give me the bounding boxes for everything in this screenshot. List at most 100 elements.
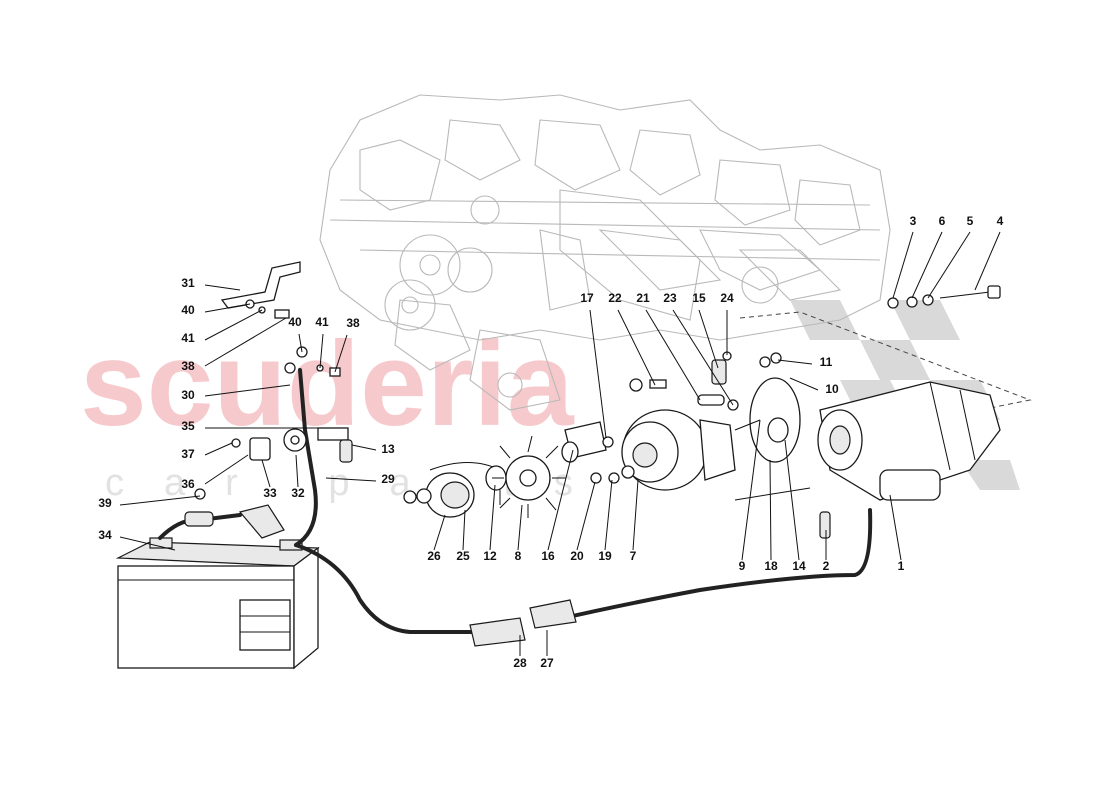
callout-26: 26 (427, 514, 446, 563)
engine-block-outline (319, 94, 891, 411)
callout-4: 4 (974, 214, 1004, 291)
leader-line (204, 309, 263, 341)
callout-40: 40 (181, 303, 251, 317)
leader-line (351, 444, 377, 451)
callout-17: 17 (580, 291, 607, 439)
leader-line (632, 479, 639, 551)
leader-line (334, 334, 348, 373)
callout-number: 35 (181, 419, 195, 433)
leader-line (319, 333, 324, 369)
callout-31: 31 (181, 276, 241, 291)
callout-number: 26 (427, 549, 441, 563)
callout-2: 2 (823, 530, 830, 573)
callout-number: 32 (291, 486, 305, 500)
callout-number: 5 (967, 214, 974, 228)
callout-number: 2 (823, 559, 830, 573)
callout-9: 9 (739, 419, 761, 573)
callout-23: 23 (663, 291, 734, 406)
callout-number: 24 (720, 291, 734, 305)
alternator-hardware (649, 351, 739, 411)
callout-34: 34 (98, 528, 176, 551)
callout-8: 8 (515, 504, 523, 563)
callout-number: 16 (541, 549, 555, 563)
leader-line (204, 284, 241, 291)
callout-number: 10 (825, 382, 839, 396)
leader-line (261, 459, 271, 488)
leader-line (927, 231, 971, 299)
callout-number: 41 (181, 331, 195, 345)
callout-number: 29 (381, 472, 395, 486)
leader-line (892, 231, 914, 299)
callout-number: 15 (692, 291, 706, 305)
leader-line (119, 495, 201, 506)
callout-38: 38 (181, 317, 287, 373)
callout-35: 35 (181, 419, 318, 433)
callout-number: 30 (181, 388, 195, 402)
callout-number: 38 (181, 359, 195, 373)
callout-5: 5 (927, 214, 974, 299)
callout-28: 28 (513, 635, 527, 670)
callout-number: 22 (608, 291, 622, 305)
callout-10: 10 (789, 377, 839, 396)
leader-line (462, 509, 466, 551)
callout-30: 30 (181, 384, 291, 402)
leader-line (672, 309, 734, 406)
callout-7: 7 (630, 479, 639, 563)
leader-line (974, 231, 1001, 291)
callout-number: 1 (898, 559, 905, 573)
leader-line (204, 384, 291, 397)
leader-line (204, 317, 287, 367)
leader-line (589, 309, 607, 439)
leader-line (645, 309, 701, 401)
callout-32: 32 (291, 454, 305, 500)
callout-number: 39 (98, 496, 112, 510)
callout-13: 13 (351, 442, 395, 456)
callout-18: 18 (764, 459, 778, 573)
callout-14: 14 (784, 439, 806, 573)
leader-line (617, 309, 656, 386)
callout-number: 36 (181, 477, 195, 491)
leader-line (777, 359, 813, 365)
callout-number: 11 (820, 355, 833, 369)
leader-line (698, 309, 719, 369)
callout-number: 13 (381, 442, 395, 456)
leader-line (604, 479, 613, 551)
callout-number: 37 (181, 447, 195, 461)
callout-11: 11 (777, 355, 833, 369)
mounting-bracket (561, 421, 607, 463)
battery (115, 537, 320, 670)
callout-6: 6 (911, 214, 946, 299)
starter-end-plate (734, 352, 811, 501)
callout-number: 38 (346, 316, 360, 330)
battery-terminal-clamp (184, 504, 285, 539)
callout-38: 38 (334, 316, 360, 373)
callout-25: 25 (456, 509, 470, 563)
alternator (621, 378, 736, 491)
leader-line (489, 484, 496, 551)
cable-connector-27 (529, 599, 577, 629)
callout-number: 40 (288, 315, 302, 329)
callout-number: 23 (663, 291, 677, 305)
ground-strap (220, 261, 301, 309)
mounting-reference-line (739, 311, 1032, 411)
callout-41: 41 (315, 315, 329, 369)
callout-1: 1 (889, 494, 905, 573)
leader-line (769, 459, 772, 561)
callout-33: 33 (261, 459, 277, 500)
callout-number: 40 (181, 303, 195, 317)
callout-number: 6 (939, 214, 946, 228)
callout-12: 12 (483, 484, 497, 563)
leader-line (789, 377, 819, 391)
pulley (403, 472, 475, 518)
leader-line (889, 494, 902, 561)
callout-number: 7 (630, 549, 637, 563)
cable-terminal (819, 511, 831, 539)
leader-line (911, 231, 943, 299)
cable-connector-28 (469, 617, 526, 647)
callout-number: 9 (739, 559, 746, 573)
leader-line (325, 477, 377, 482)
leader-line (784, 439, 800, 561)
callout-22: 22 (608, 291, 656, 386)
